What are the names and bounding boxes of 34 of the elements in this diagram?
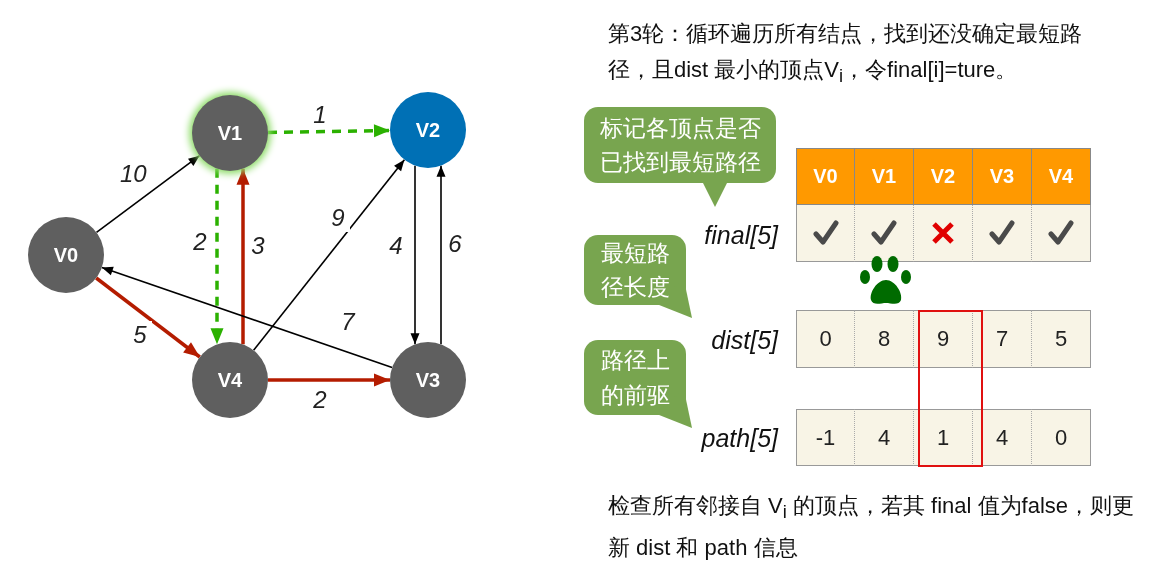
table-cell: 7 [973,310,1032,368]
vertex-circle: V1 [192,95,268,171]
table-cell: 9 [914,310,973,368]
arrow [252,159,406,351]
table-cell: 0 [1032,409,1091,466]
table-cell: 8 [855,310,914,368]
arrow [436,164,446,346]
row-label: path[5] [700,423,778,454]
arrow [268,373,390,387]
arrow [101,266,393,369]
arrow [95,154,201,234]
arrow [410,164,420,346]
table-header-cell: V1 [855,148,914,205]
vertex-circle: V0 [28,217,104,293]
arrow [210,168,224,345]
table-header-cell: V4 [1032,148,1091,205]
vertex-circle: V3 [390,342,466,418]
table-header-cell: V3 [973,148,1032,205]
arrow [236,168,250,345]
arrow [95,276,201,359]
arrow [267,124,391,138]
note-text: 第3轮：循环遍历所有结点，找到还没确定最短路径，且dist 最小的顶点V$_{i}$，令final[i]=ture。 [608,20,1084,89]
table-cell: 5 [1032,310,1091,368]
vertex-circle: V2 [390,92,466,168]
table-cell: 4 [855,409,914,466]
note-text: 检查所有邻接自 V$_{i}$ 的顶点，若其 final 值为false，则更新 dist 和 path 信息 [608,492,1136,562]
table-cell: -1 [796,409,855,466]
table-cell: 4 [973,409,1032,466]
table-header-cell: V0 [796,148,855,205]
row-label: dist[5] [710,325,778,356]
table-header-cell: V2 [914,148,973,205]
vertex-circle: V4 [192,342,268,418]
table-cell: 0 [796,310,855,368]
table-cell: 1 [914,409,973,466]
